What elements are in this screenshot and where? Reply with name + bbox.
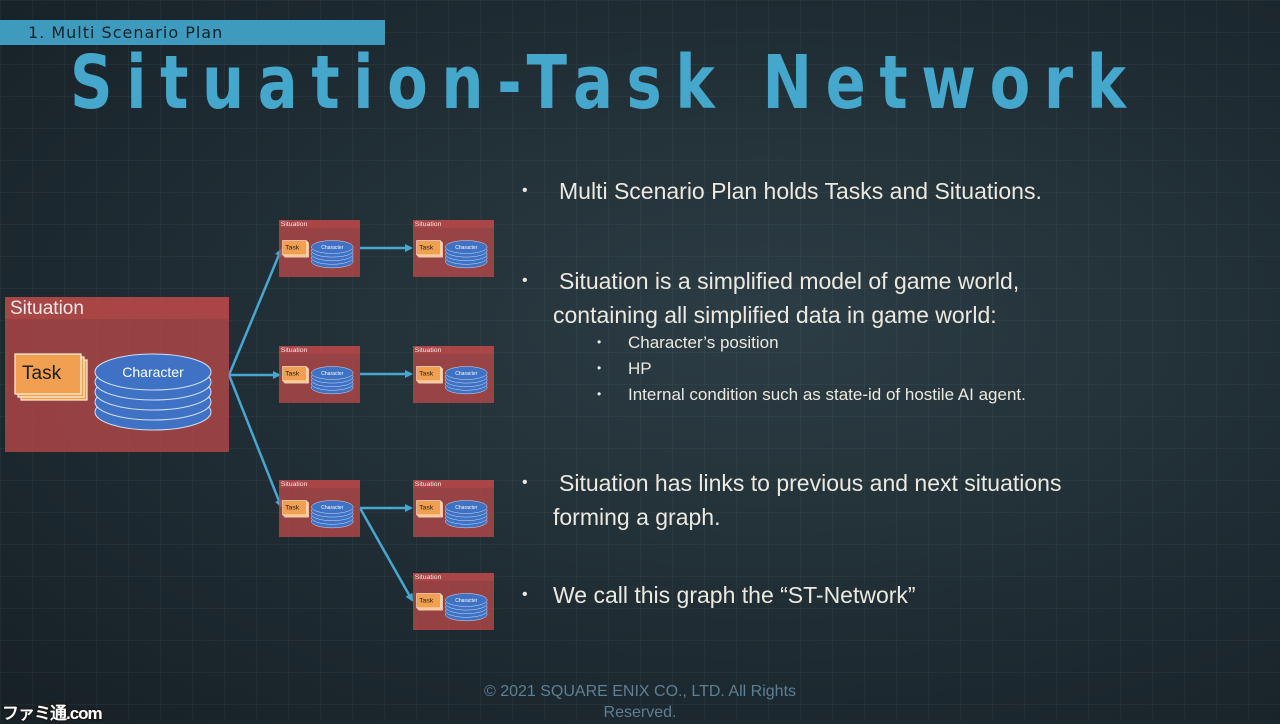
situation-label: Situation [281, 221, 308, 228]
bullet-dot: • [597, 335, 602, 349]
watermark-logo: ファミ通.com [1, 703, 105, 724]
situation-header [279, 346, 360, 354]
sub-bullet-text: Character’s position [628, 333, 779, 352]
task-label: Task [419, 245, 434, 252]
bullet-dot: • [522, 272, 528, 289]
task-label: Task [419, 505, 434, 512]
situation-label: Situation [281, 347, 308, 354]
task-card [282, 500, 307, 516]
character-label: Character [122, 364, 184, 380]
bullet-dot: • [597, 361, 602, 375]
task-label: Task [419, 371, 434, 378]
task-card [416, 593, 441, 609]
bullet-dot: • [522, 474, 528, 491]
task-card [416, 366, 441, 382]
character-disk [445, 240, 488, 254]
situation-label: Situation [415, 574, 442, 581]
character-label: Character [455, 245, 477, 251]
task-label: Task [22, 363, 62, 384]
task-label: Task [285, 371, 300, 378]
copyright-notice: © 2021 SQUARE ENIX CO., LTD. All Rights … [440, 681, 840, 723]
task-label: Task [419, 598, 434, 605]
copyright-line: Reserved. [603, 704, 677, 721]
character-disk [94, 353, 212, 391]
link-arrow [227, 248, 283, 376]
character-disk [311, 500, 354, 514]
situation-header [279, 480, 360, 488]
bullet-text: We call this graph the “ST-Network” [553, 582, 916, 608]
situation-label: Situation [281, 481, 308, 488]
copyright-line: © 2021 SQUARE ENIX CO., LTD. All Rights [483, 683, 797, 700]
task-card [416, 500, 441, 516]
situation-label: Situation [415, 347, 442, 354]
character-disk [311, 366, 354, 380]
situation-header [413, 220, 494, 228]
bullet-dot: • [522, 182, 528, 199]
bullet-text: containing all simplified data in game w… [553, 302, 997, 328]
character-disk [445, 593, 488, 607]
situation-header [5, 297, 229, 319]
task-card [282, 366, 307, 382]
character-label: Character [455, 505, 477, 511]
character-label: Character [455, 598, 477, 604]
bullet-text: Situation is a simplified model of game … [559, 268, 1020, 294]
situation-header [413, 480, 494, 488]
situation-label: Situation [415, 221, 442, 228]
situation-header [279, 220, 360, 228]
situation-header [413, 346, 494, 354]
sub-bullet-text: Internal condition such as state-id of h… [628, 385, 1026, 404]
task-label: Task [285, 505, 300, 512]
task-card [416, 240, 441, 256]
character-label: Character [455, 371, 477, 377]
situation-label: Situation [10, 298, 84, 319]
section-label: 1. Multi Scenario Plan [0, 20, 385, 45]
link-arrow [358, 507, 414, 602]
situation-label: Situation [415, 481, 442, 488]
bullet-dot: • [522, 586, 528, 603]
task-label: Task [285, 245, 300, 252]
bullet-text: Situation has links to previous and next… [559, 470, 1062, 496]
sub-bullet-text: HP [628, 359, 652, 378]
character-disk [311, 240, 354, 254]
task-card [14, 353, 82, 395]
character-label: Character [321, 245, 343, 251]
task-card [282, 240, 307, 256]
character-label: Character [321, 371, 343, 377]
slide-title: Situation-Task Network [70, 40, 1140, 126]
situation-header [413, 573, 494, 581]
character-label: Character [321, 505, 343, 511]
bullet-text: forming a graph. [553, 504, 721, 530]
link-arrow [227, 374, 283, 508]
character-disk [445, 366, 488, 380]
bullet-dot: • [597, 387, 602, 401]
bullet-text: Multi Scenario Plan holds Tasks and Situ… [559, 178, 1042, 204]
character-disk [445, 500, 488, 514]
